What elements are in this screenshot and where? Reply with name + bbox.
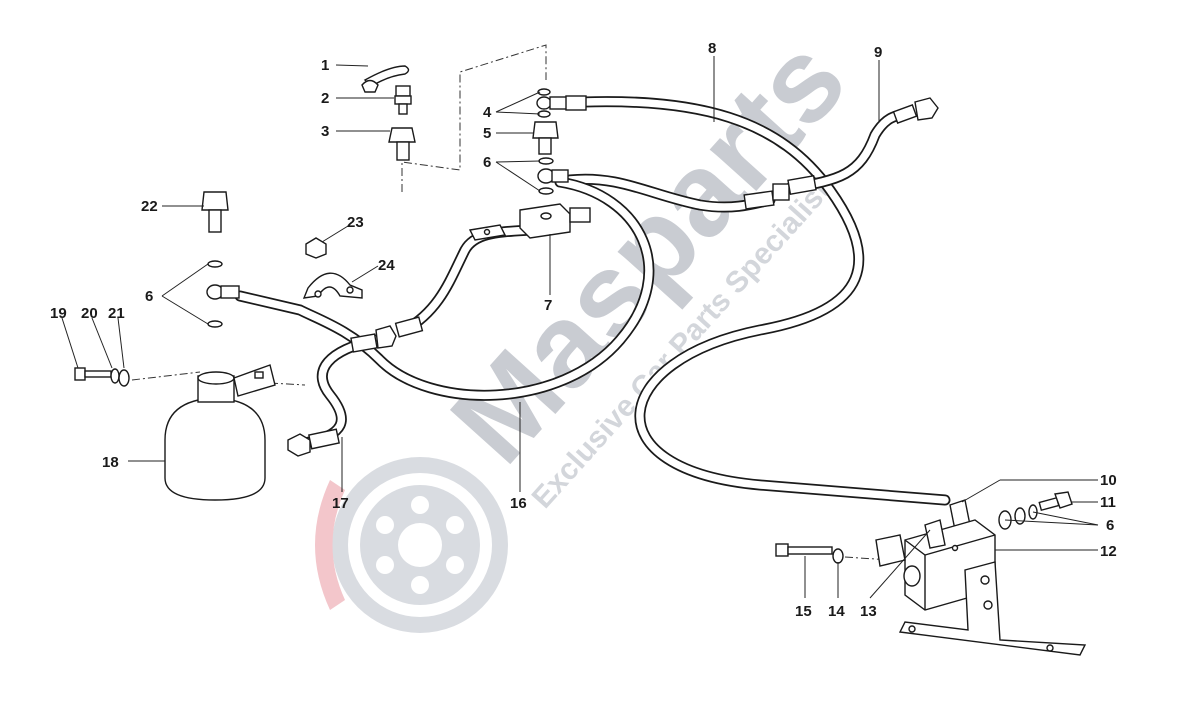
callout-20: 20 xyxy=(81,305,98,322)
part-bleed-valve xyxy=(394,85,412,115)
callout-23: 23 xyxy=(347,214,364,231)
part-washer-21 xyxy=(118,369,130,387)
part-banjo-top xyxy=(536,95,587,111)
callout-21: 21 xyxy=(108,305,125,322)
part-banjo-bolt-11 xyxy=(1038,491,1073,512)
callout-4: 4 xyxy=(483,104,492,121)
watermark-brake-disc-icon xyxy=(315,457,508,633)
part-coupling xyxy=(743,175,817,210)
callout-17: 17 xyxy=(332,495,349,512)
callout-16: 16 xyxy=(510,495,527,512)
part-adaptor xyxy=(388,127,416,161)
callout-22: 22 xyxy=(141,198,158,215)
part-clamp-24 xyxy=(302,272,363,299)
part-bolt-15 xyxy=(775,543,833,557)
callout-labels: 1 2 3 4 5 6 6 6 7 8 9 10 11 12 13 14 15 … xyxy=(50,40,1117,620)
part-banjo-center xyxy=(537,168,569,184)
part-banjo-bolt-22 xyxy=(201,191,229,233)
part-washer-14 xyxy=(832,548,844,564)
callout-6b: 6 xyxy=(145,288,153,305)
part-accumulator xyxy=(164,364,276,501)
part-junction-block xyxy=(468,203,591,241)
parts xyxy=(74,65,1087,656)
part-cap xyxy=(361,65,410,93)
part-coupling-left xyxy=(350,316,424,353)
callout-7: 7 xyxy=(544,297,552,314)
callout-14: 14 xyxy=(828,603,845,620)
part-washer-6a xyxy=(538,157,554,165)
callout-2: 2 xyxy=(321,90,329,107)
callout-18: 18 xyxy=(102,454,119,471)
callout-10: 10 xyxy=(1100,472,1117,489)
part-banjo-bolt xyxy=(532,121,559,155)
callout-1: 1 xyxy=(321,57,329,74)
part-bolt-19 xyxy=(74,367,112,381)
callout-11: 11 xyxy=(1100,494,1116,511)
part-nut-23 xyxy=(305,237,327,259)
part-washer-20 xyxy=(110,368,120,384)
callout-19: 19 xyxy=(50,305,67,322)
callout-3: 3 xyxy=(321,123,329,140)
callout-6c: 6 xyxy=(1106,517,1114,534)
part-washer-4a xyxy=(537,88,551,96)
callout-15: 15 xyxy=(795,603,812,620)
callout-9: 9 xyxy=(874,44,882,61)
part-banjo-right xyxy=(998,504,1038,530)
part-valve-block xyxy=(875,519,1087,656)
part-banjo-left xyxy=(206,260,240,328)
callout-6a: 6 xyxy=(483,154,491,171)
part-end-nut-17 xyxy=(287,428,340,457)
part-washer-6b xyxy=(538,187,554,195)
callout-24: 24 xyxy=(378,257,395,274)
callout-8: 8 xyxy=(708,40,716,57)
callout-5: 5 xyxy=(483,125,491,142)
callout-13: 13 xyxy=(860,603,877,620)
part-end-nut-9 xyxy=(892,97,939,124)
callout-12: 12 xyxy=(1100,543,1117,560)
leader-lines xyxy=(61,56,1099,599)
